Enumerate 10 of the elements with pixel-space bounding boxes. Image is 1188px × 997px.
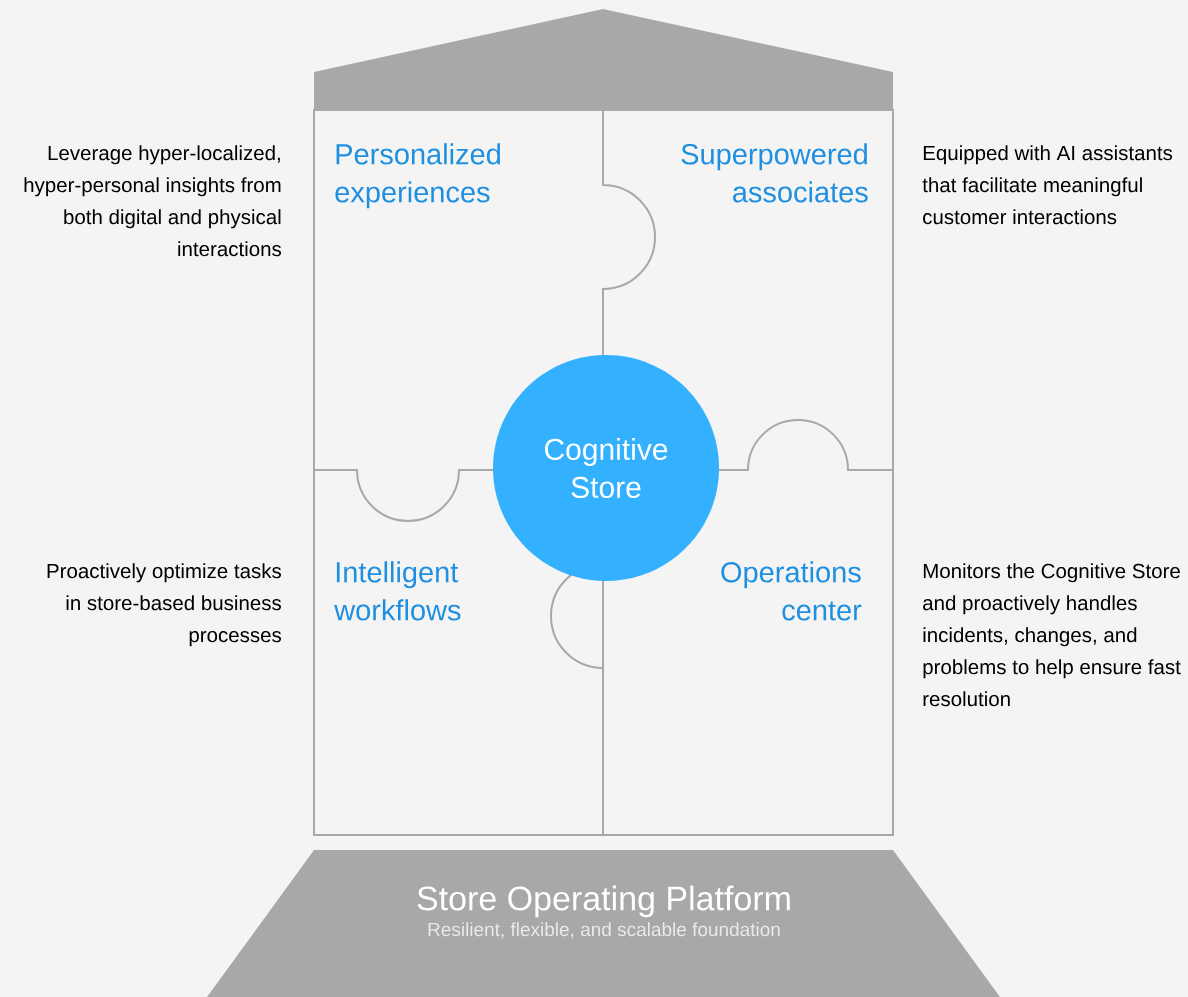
description: Equipped with AI assistants that facilitate meaningful customer interactions — [922, 145, 1173, 225]
puzzle-heading: Personalized experiences — [335, 143, 500, 209]
puzzle-heading: Operations center — [721, 561, 862, 621]
platform-subtitle: Resilient, flexible, and scalable foundation — [428, 922, 780, 939]
platform-title: Store Operating Platform — [417, 885, 790, 918]
description: Proactively optimize tasks in store-based business processes — [47, 563, 282, 647]
puzzle-heading: Superpowered associates — [681, 143, 868, 203]
puzzle-heading: Intelligent workflows — [334, 561, 461, 621]
description: Leverage hyper-localized, hyper-personal insights from both digital and physical interactions — [24, 145, 282, 257]
description: Monitors the Cognitive Store and proactively handles incidents, changes, and problems to help ensure fast resolution — [923, 563, 1181, 707]
